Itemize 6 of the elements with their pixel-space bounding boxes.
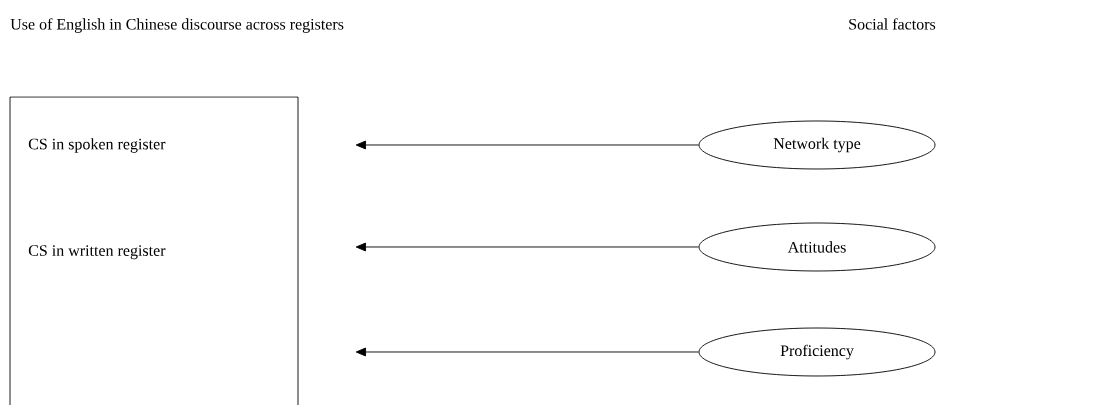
text-box: CS in spoken register CS in written register <box>9 96 299 405</box>
heading: Use of English in Chinese discourse across registers <box>10 18 344 33</box>
arrow <box>355 242 699 252</box>
arrow <box>355 140 699 150</box>
heading: Social factors <box>849 18 936 30</box>
arrow <box>355 347 699 357</box>
